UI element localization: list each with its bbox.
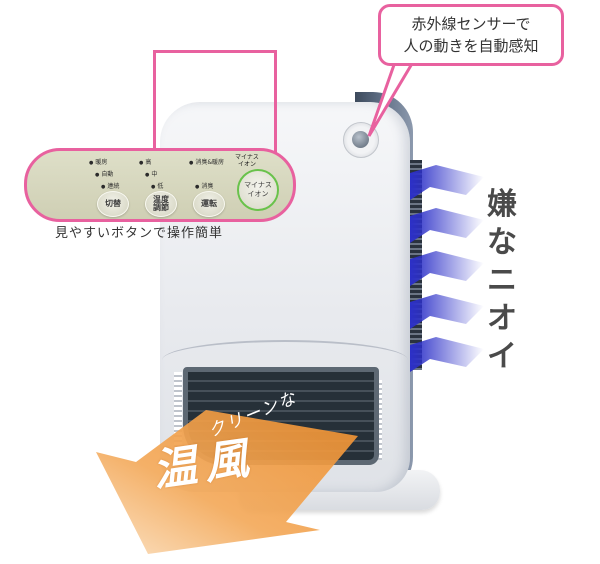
grille-ribs-left <box>174 372 182 452</box>
temp-label-1: 温度 <box>153 195 169 204</box>
ion-label-1: マイナス <box>244 181 272 189</box>
switch-button[interactable]: 切替 <box>97 191 129 217</box>
panel-caption: 見やすいボタンで操作簡単 <box>55 226 224 241</box>
sensor-callout: 赤外線センサーで 人の動きを自動感知 <box>378 4 564 66</box>
indicator-ion: マイナス イオン <box>235 154 259 168</box>
odor-arrow-icon <box>410 251 484 286</box>
odor-label: 嫌 な ニ オ イ <box>484 186 520 376</box>
control-panel: 暖房 自動 連続 高 中 低 消臭&暖房 消臭 マイナス イオン 切替 温度 調… <box>24 148 296 222</box>
odor-char: イ <box>487 339 517 374</box>
odor-arrows <box>410 165 484 372</box>
run-button[interactable]: 運転 <box>193 191 225 217</box>
odor-char: な <box>487 225 517 260</box>
odor-char: 嫌 <box>487 187 517 222</box>
indicator-deodorize-heat: 消臭&暖房 <box>189 159 224 167</box>
indicator-heat: 暖房 <box>89 159 107 167</box>
odor-char: オ <box>487 301 517 336</box>
warm-air-arrow-icon <box>96 410 358 554</box>
infrared-sensor-icon <box>352 131 369 148</box>
indicator-deodorize: 消臭 <box>195 183 213 191</box>
indicator-low: 低 <box>151 183 163 191</box>
panel-callout-line <box>153 50 277 153</box>
bubble-tail <box>367 60 416 137</box>
heater-seam <box>162 340 408 362</box>
sensor-callout-line1: 赤外線センサーで <box>411 15 531 33</box>
indicator-continuous: 連続 <box>101 183 119 191</box>
indicator-high: 高 <box>139 159 151 167</box>
ion-label-2: イオン <box>247 190 269 198</box>
odor-arrow-icon <box>410 165 484 200</box>
indicator-mid: 中 <box>145 171 157 179</box>
ion-indicator-line2: イオン <box>237 161 256 168</box>
sensor-callout-line2: 人の動きを自動感知 <box>403 37 539 55</box>
temp-label-2: 調節 <box>153 203 169 212</box>
odor-arrow-icon <box>410 337 484 372</box>
odor-arrow-icon <box>410 208 484 243</box>
odor-arrow-icon <box>410 294 484 329</box>
temperature-button[interactable]: 温度 調節 <box>145 191 177 217</box>
odor-char: ニ <box>487 263 517 298</box>
indicator-auto: 自動 <box>95 171 113 179</box>
ion-button[interactable]: マイナス イオン <box>237 169 279 211</box>
ion-indicator-line1: マイナス <box>235 154 259 161</box>
